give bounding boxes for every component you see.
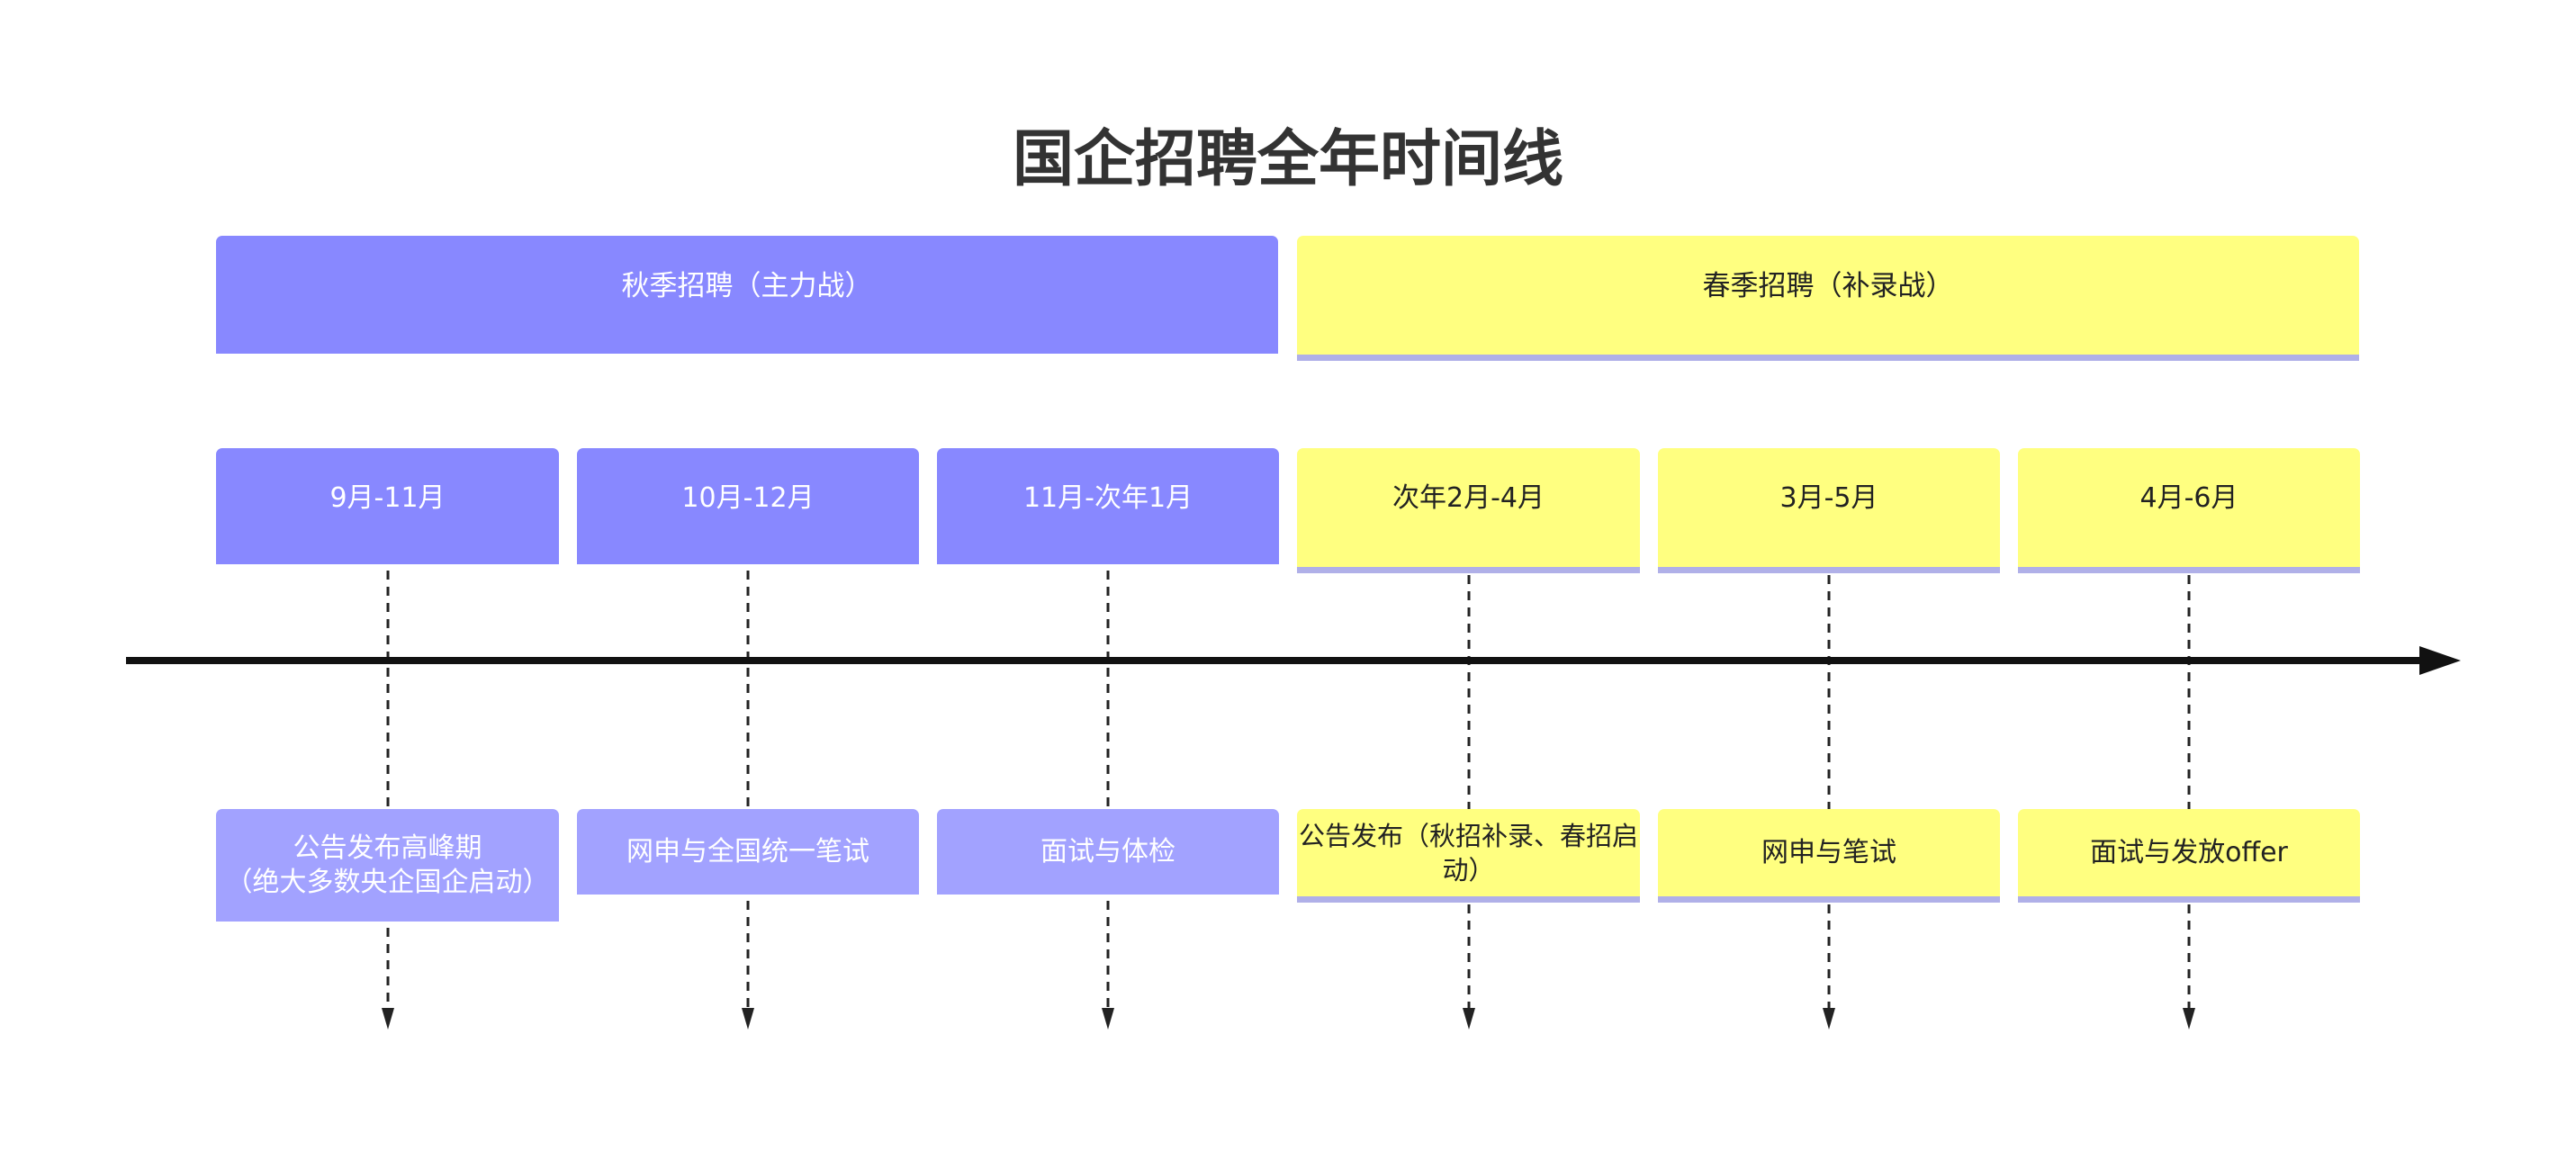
period-label-1: 9月-11月 xyxy=(329,482,446,514)
arrowhead-2 xyxy=(742,1008,754,1030)
connectors-upper xyxy=(386,571,2191,809)
arrowhead-3 xyxy=(1102,1008,1114,1030)
arrowhead-5 xyxy=(1823,1008,1835,1030)
period-box-2: 10月-12月 xyxy=(577,448,919,569)
period-label-6: 4月-6月 xyxy=(2139,482,2238,514)
period-box-5: 3月-5月 xyxy=(1658,448,2000,573)
arrowhead-4 xyxy=(1463,1008,1475,1030)
period-box-4: 次年2月-4月 xyxy=(1297,448,1640,573)
period-label-2: 10月-12月 xyxy=(681,482,815,514)
period-label-4: 次年2月-4月 xyxy=(1392,482,1545,514)
event-label-2: 网申与全国统一笔试 xyxy=(626,835,869,868)
event-box-4: 公告发布（秋招补录、春招启动） xyxy=(1297,809,1640,903)
event-label-6: 面试与发放offer xyxy=(2090,836,2288,868)
period-box-3: 11月-次年1月 xyxy=(937,448,1279,569)
event-box-6: 面试与发放offer xyxy=(2018,809,2360,903)
period-box-6: 4月-6月 xyxy=(2018,448,2360,573)
event-box-1: 公告发布高峰期 （绝大多数央企国企启动） xyxy=(216,809,559,926)
period-label-3: 11月-次年1月 xyxy=(1022,482,1193,514)
season-spring-label: 春季招聘（补录战） xyxy=(1702,270,1954,302)
event-box-3: 面试与体检 xyxy=(937,809,1279,899)
event-label-5: 网申与笔试 xyxy=(1761,836,1896,868)
connectors-lower xyxy=(386,901,2191,1010)
event-label-4: 公告发布（秋招补录、春招启动） xyxy=(1298,820,1638,886)
period-label-5: 3月-5月 xyxy=(1779,482,1878,514)
event-label-1: 公告发布高峰期 （绝大多数央企国企启动） xyxy=(225,832,550,898)
event-box-2: 网申与全国统一笔试 xyxy=(577,809,919,899)
event-box-5: 网申与笔试 xyxy=(1658,809,2000,903)
period-box-1: 9月-11月 xyxy=(216,448,559,569)
connector-arrowheads xyxy=(382,1008,2195,1030)
season-autumn-box: 秋季招聘（主力战） xyxy=(216,236,1278,358)
timeline-axis-arrowhead xyxy=(2419,646,2461,675)
event-label-3: 面试与体检 xyxy=(1040,835,1175,868)
arrowhead-1 xyxy=(382,1008,394,1030)
arrowhead-6 xyxy=(2183,1008,2195,1030)
diagram-title: 国企招聘全年时间线 xyxy=(1012,124,1563,195)
season-autumn-label: 秋季招聘（主力战） xyxy=(621,270,873,302)
season-spring-box: 春季招聘（补录战） xyxy=(1297,236,2359,361)
